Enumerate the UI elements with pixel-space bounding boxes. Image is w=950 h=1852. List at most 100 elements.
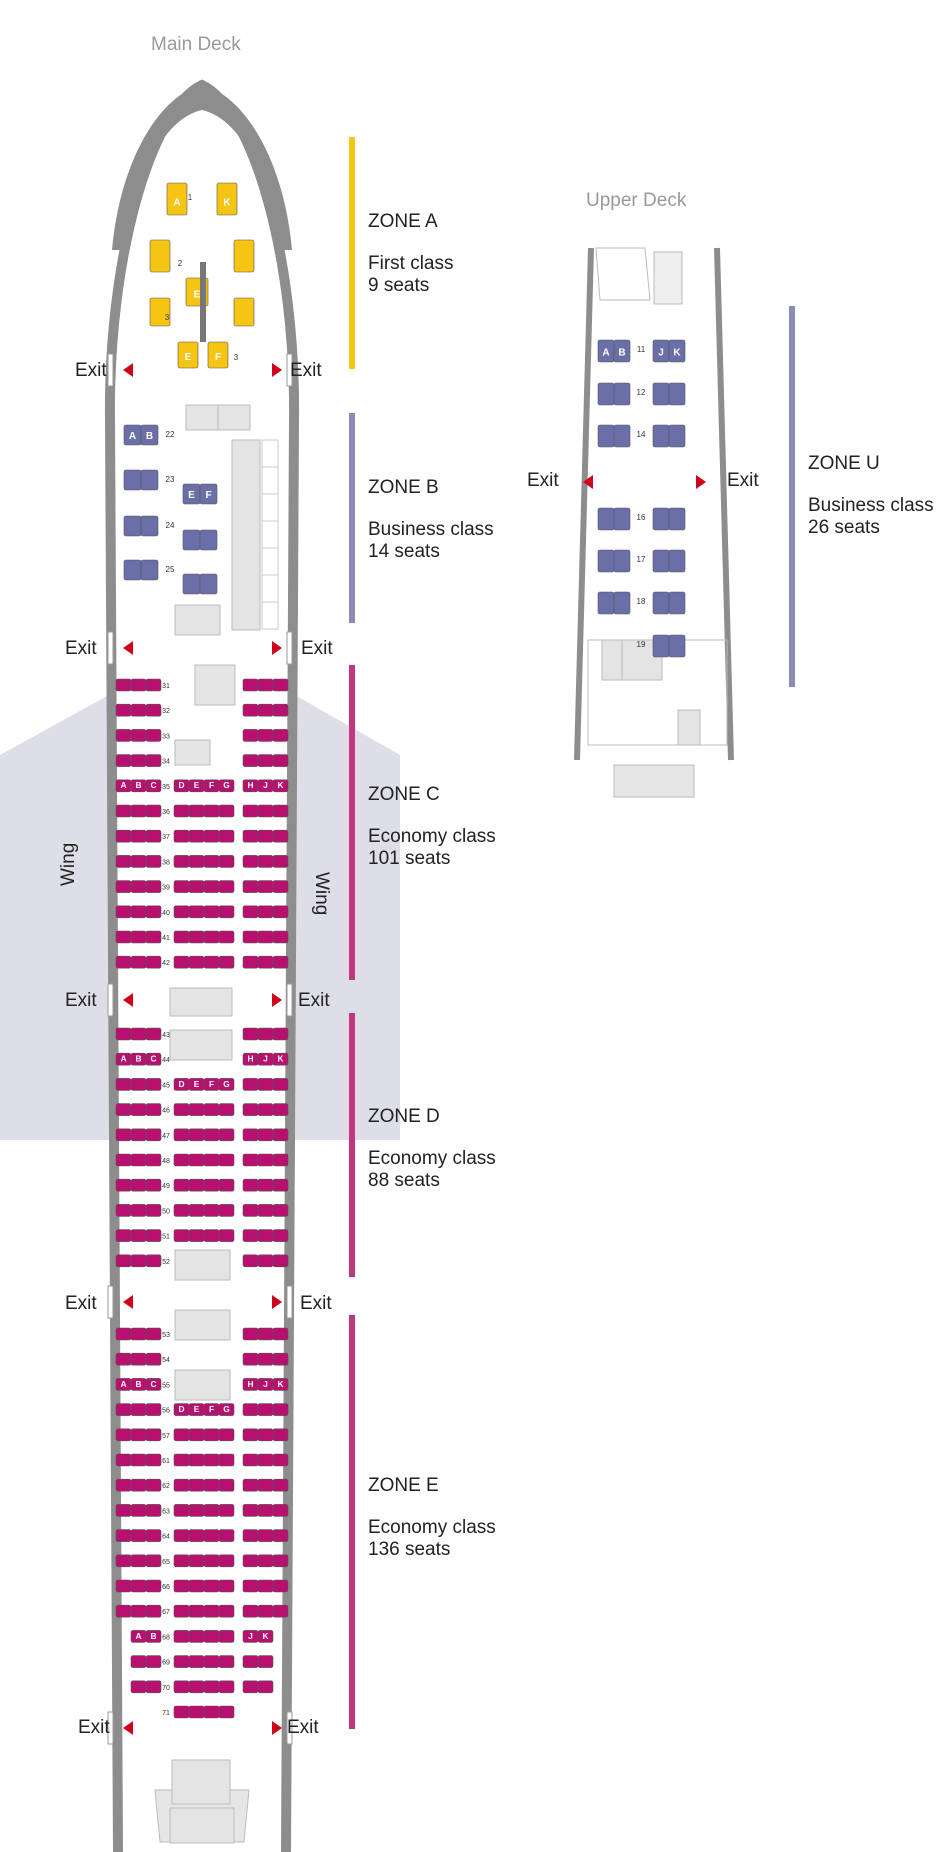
- zd-r2-m3-body: [218, 1078, 235, 1091]
- zd-r5-r2-body: [272, 1153, 289, 1167]
- seat-up-5-a: [597, 591, 615, 615]
- facility-12: [169, 1807, 235, 1844]
- ze-r12-l1-body: [145, 1630, 162, 1643]
- ze-r11-m3-body: [218, 1604, 235, 1618]
- zd-r5-l0: [115, 1153, 132, 1167]
- zc-r3-l0: [115, 754, 132, 767]
- ze-r0-r1-body: [257, 1327, 274, 1341]
- ze-r15-m3: [218, 1705, 235, 1719]
- ze-r4-m0-body: [173, 1428, 190, 1442]
- zd-r9-l0: [115, 1254, 132, 1268]
- wing-label-right: Wing: [311, 872, 332, 916]
- wing-left: [0, 690, 118, 1140]
- ze-r14-m2: [203, 1680, 220, 1694]
- zd-r3-m0-body: [173, 1103, 190, 1116]
- zd-r2-r0: [242, 1078, 259, 1091]
- zd-r2-m2: F: [203, 1078, 220, 1091]
- seat-up-1-k-body: [668, 382, 686, 406]
- ze-r3-m2: F: [203, 1403, 220, 1416]
- ze-r14-l0-body: [130, 1680, 147, 1694]
- zd-r6-m1-body: [188, 1178, 205, 1192]
- zd-r7-m1: [188, 1204, 205, 1217]
- zc-r6-r1: [257, 829, 274, 843]
- ze-r5-l1-body: [130, 1453, 147, 1467]
- ze-r5-m2: [203, 1453, 220, 1467]
- ze-r3-l2-body: [145, 1403, 162, 1416]
- ze-r5-m0-body: [173, 1453, 190, 1467]
- zc-r4-r2-body: [272, 779, 289, 793]
- zd-r4-l1-body: [130, 1128, 147, 1142]
- zc-r4-m1-letter: E: [194, 780, 200, 790]
- exit-arrow-2r: [272, 641, 282, 655]
- zc-r10-l1: [130, 930, 147, 944]
- ze-r3-r0-body: [242, 1403, 259, 1416]
- seat-up-2-j: [652, 424, 670, 448]
- zd-r8-l0: [115, 1229, 132, 1242]
- zc-r5-r1: [257, 804, 274, 818]
- ze-r14-m3-body: [218, 1680, 235, 1694]
- zd-r7-l2-body: [145, 1204, 162, 1217]
- wing-right: [286, 690, 400, 1140]
- zd-r4-m0: [173, 1128, 190, 1142]
- ze-r9-r0: [242, 1554, 259, 1568]
- ze-r10-r1: [257, 1579, 274, 1593]
- zc-r9-m3: [218, 905, 235, 919]
- ze-r10-l1: [130, 1579, 147, 1593]
- zc-r11-l0-body: [115, 955, 132, 969]
- zd-r6-m3: [218, 1178, 235, 1192]
- ze-r3-m3: G: [218, 1403, 235, 1416]
- ze-r13-m3: [218, 1655, 235, 1668]
- zc-r5-r0-body: [242, 804, 259, 818]
- ze-row-2: 55: [162, 1382, 170, 1389]
- row-up-5: 18: [637, 597, 646, 606]
- zd-r3-r0: [242, 1103, 259, 1116]
- zone-d-name: ZONE D: [368, 1106, 440, 1127]
- zc-r10-r2-body: [272, 930, 289, 944]
- ze-r12-m0: [173, 1630, 190, 1643]
- zd-r8-m3-body: [218, 1229, 235, 1242]
- zd-r2-m0-letter: D: [178, 1079, 184, 1089]
- ze-r12-r1: K: [257, 1630, 274, 1643]
- zd-r0-l0: [115, 1027, 132, 1041]
- zd-r9-r1-body: [257, 1254, 274, 1268]
- zc-r9-r1-body: [257, 905, 274, 919]
- ze-r13-r1: [257, 1655, 274, 1668]
- zd-r8-r0: [242, 1229, 259, 1242]
- zd-r6-r2: [272, 1178, 289, 1192]
- zd-r4-m1-body: [188, 1128, 205, 1142]
- seat-up-0-b-letter: B: [618, 347, 625, 358]
- ze-r4-r2: [272, 1428, 289, 1442]
- ze-r10-m1-body: [188, 1579, 205, 1593]
- zd-r5-m2-body: [203, 1153, 220, 1167]
- zc-r6-m0-body: [173, 829, 190, 843]
- zd-r2-m3: G: [218, 1078, 235, 1091]
- zd-r2-l0-body: [115, 1078, 132, 1091]
- ze-r9-r2: [272, 1554, 289, 1568]
- zd-r4-l0: [115, 1128, 132, 1142]
- ze-r7-l2: [145, 1504, 162, 1517]
- ze-r8-l2: [145, 1529, 162, 1542]
- zc-r6-r0-body: [242, 829, 259, 843]
- zd-r9-r0: [242, 1254, 259, 1268]
- zone-b-name: ZONE B: [368, 477, 439, 498]
- zd-r9-r1: [257, 1254, 274, 1268]
- zone-c-name: ZONE C: [368, 784, 440, 805]
- zd-r4-l0-body: [115, 1128, 132, 1142]
- seat-biz-3-b: [140, 559, 159, 581]
- ze-r4-l0: [115, 1428, 132, 1442]
- exit-label-3r: Exit: [298, 990, 330, 1011]
- ze-r8-m0: [173, 1529, 190, 1542]
- zd-r0-l2: [145, 1027, 162, 1041]
- ze-r5-m1-body: [188, 1453, 205, 1467]
- seat-up-0-a-letter: A: [602, 347, 609, 358]
- ze-r1-l0: [115, 1352, 132, 1366]
- zd-r4-r1-body: [257, 1128, 274, 1142]
- ze-r15-m1: [188, 1705, 205, 1719]
- zd-r3-r1: [257, 1103, 274, 1116]
- zd-r9-r0-body: [242, 1254, 259, 1268]
- zd-r1-l2-body: [145, 1052, 162, 1066]
- ze-r2-l0: A: [115, 1378, 132, 1391]
- crew-rest-cell-6: [261, 601, 279, 630]
- zc-r7-m1: [188, 855, 205, 868]
- ze-r15-m2: [203, 1705, 220, 1719]
